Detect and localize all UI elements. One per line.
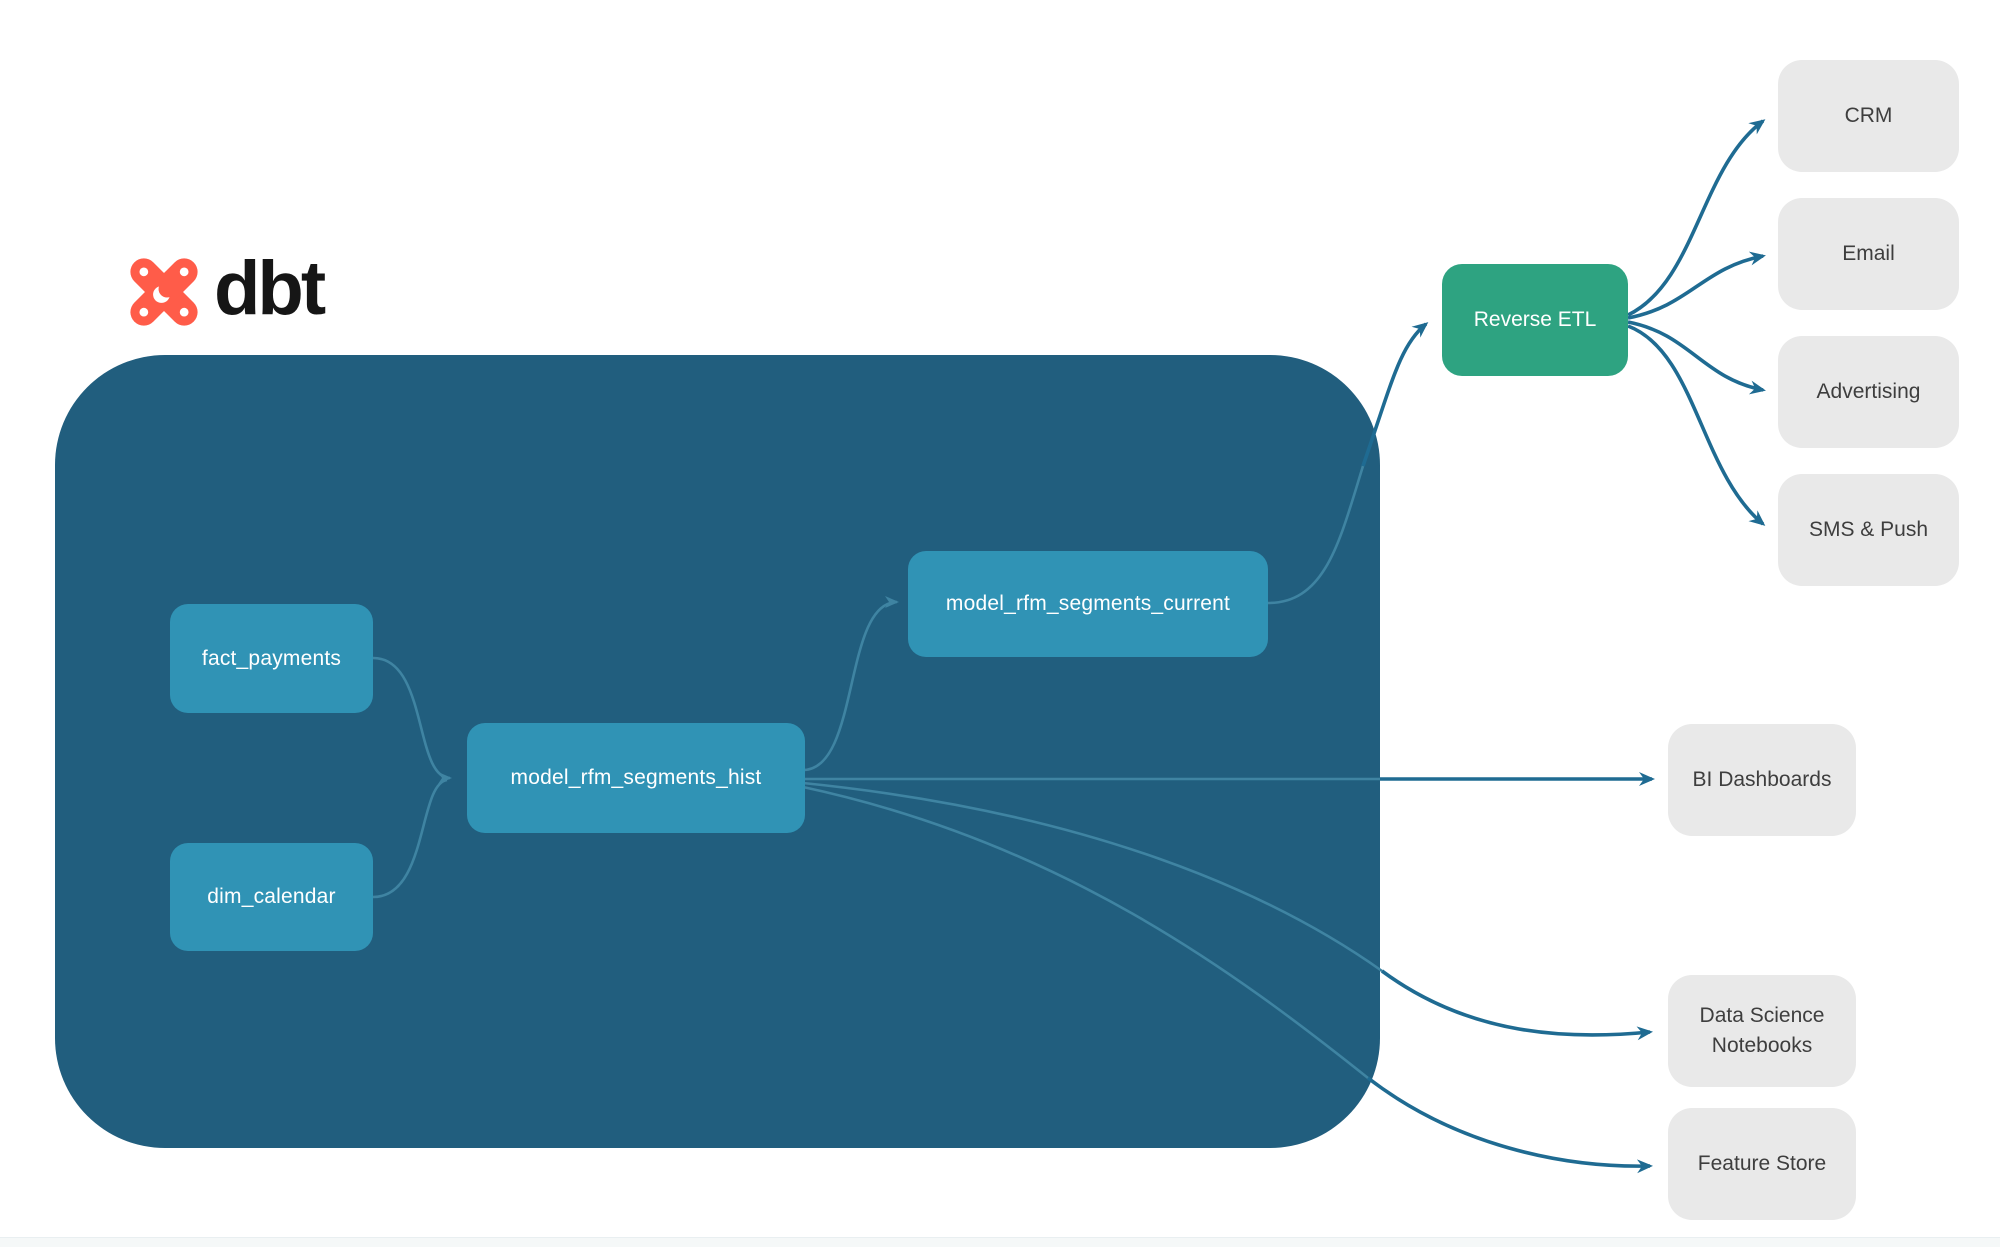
dbt-logo: dbt bbox=[122, 246, 326, 336]
node-reverse-etl: Reverse ETL bbox=[1442, 264, 1628, 376]
node-fact-payments-label: fact_payments bbox=[201, 646, 342, 670]
node-data-science-notebooks-label: Data Science Notebooks bbox=[1699, 1003, 1825, 1057]
node-reverse-etl-label: Reverse ETL bbox=[1473, 308, 1597, 331]
dbt-star-icon bbox=[130, 258, 198, 326]
node-feature-store-label: Feature Store bbox=[1697, 1151, 1827, 1175]
connector-reverse-etl-to-sms-push bbox=[1627, 324, 1766, 526]
connector-reverse-etl-to-crm bbox=[1627, 119, 1766, 317]
dbt-wordmark: dbt bbox=[214, 246, 326, 331]
node-advertising-label: Advertising bbox=[1816, 379, 1921, 403]
node-dim-calendar: dim_calendar bbox=[170, 843, 373, 951]
connector-reverse-etl-to-advertising bbox=[1627, 320, 1766, 395]
node-email: Email bbox=[1778, 198, 1959, 310]
node-bi-dashboards: BI Dashboards bbox=[1668, 724, 1856, 836]
node-model-rfm-segments-hist-label: model_rfm_segments_hist bbox=[510, 766, 762, 789]
node-sms-push: SMS & Push bbox=[1778, 474, 1959, 586]
node-email-label: Email bbox=[1842, 241, 1895, 265]
node-sms-push-label: SMS & Push bbox=[1808, 517, 1929, 541]
node-feature-store: Feature Store bbox=[1668, 1108, 1856, 1220]
node-advertising: Advertising bbox=[1778, 336, 1959, 448]
connector-hist-to-feature-store bbox=[1366, 1076, 1653, 1174]
node-data-science-notebooks: Data Science Notebooks bbox=[1668, 975, 1856, 1087]
node-dim-calendar-label: dim_calendar bbox=[207, 885, 336, 908]
connector-reverse-etl-to-email bbox=[1627, 251, 1766, 320]
node-crm: CRM bbox=[1778, 60, 1959, 172]
node-model-rfm-segments-current: model_rfm_segments_current bbox=[908, 551, 1268, 657]
node-crm-label: CRM bbox=[1844, 103, 1893, 127]
node-fact-payments: fact_payments bbox=[170, 604, 373, 713]
connector-hist-to-data-science bbox=[1380, 969, 1653, 1041]
node-model-rfm-segments-hist: model_rfm_segments_hist bbox=[467, 723, 805, 833]
page-section-divider bbox=[0, 1237, 2000, 1247]
node-model-rfm-segments-current-label: model_rfm_segments_current bbox=[945, 592, 1231, 615]
node-bi-dashboards-label: BI Dashboards bbox=[1692, 767, 1832, 791]
